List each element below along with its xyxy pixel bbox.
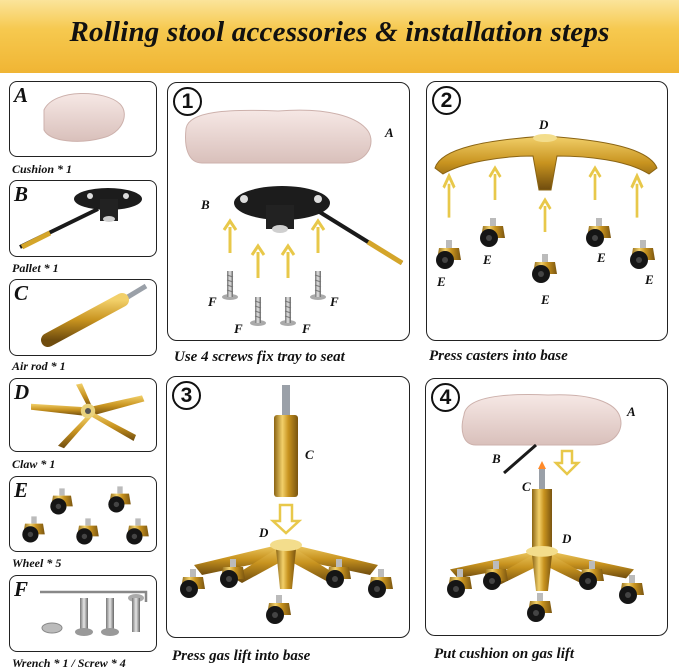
part-card-cushion: A [9,81,157,157]
part-letter: E [14,478,29,502]
callout-f: F [234,321,243,336]
claw-image [30,383,145,449]
step-4-panel: 4 A B C D [425,378,668,636]
step-1-caption: Use 4 screws fix tray to seat [174,349,345,365]
callout-b: B [201,197,210,212]
callout-a: A [627,404,636,419]
part-label-wheel: Wheel * 5 [12,556,62,570]
air-rod-image [41,283,148,347]
callout-d: D [562,531,572,546]
step-1-panel: 1 A B F F F F [167,82,410,341]
wrench-screw-image [40,590,148,636]
callout-d: D [259,525,269,540]
step-number: 4 [431,383,460,412]
callout-b: B [492,451,501,466]
callout-d: D [539,117,549,132]
part-label-pallet: Pallet * 1 [12,261,59,275]
part-letter: A [14,83,29,107]
cushion-image [43,93,125,142]
part-card-claw: D [9,378,157,452]
part-label-claw: Claw * 1 [12,457,56,471]
callout-a: A [385,125,394,140]
part-card-pallet: B [9,180,157,257]
step-2-illustration [434,134,658,283]
wheels-image [22,486,149,545]
part-card-wrench-screw: F [9,575,157,652]
callout-e: E [483,252,492,267]
pallet-image [19,188,142,250]
part-label-wrench-screw: Wrench * 1 / Screw * 4 [12,656,126,670]
step-3-caption: Press gas lift into base [172,648,311,664]
part-label-air-rod: Air rod * 1 [12,359,66,373]
step-number: 1 [173,87,202,116]
step-3-illustration [180,385,393,624]
part-card-air-rod: C [9,279,157,356]
step-3-panel: 3 C D [166,376,410,638]
callout-c: C [522,479,531,494]
part-card-wheel: E [9,476,157,552]
callout-e: E [541,292,550,307]
part-letter: B [14,182,29,206]
step-number: 3 [172,381,201,410]
title-banner: Rolling stool accessories & installation… [0,0,679,73]
callout-e: E [645,272,654,287]
page-title: Rolling stool accessories & installation… [69,16,610,48]
part-letter: F [14,577,29,601]
callout-f: F [330,294,339,309]
callout-e: E [597,250,606,265]
callout-f: F [208,294,217,309]
callout-c: C [305,447,314,462]
step-4-caption: Put cushion on gas lift [434,646,575,662]
part-label-cushion: Cushion * 1 [12,162,73,176]
callout-f: F [302,321,311,336]
callout-e: E [437,274,446,289]
step-number: 2 [432,86,461,115]
part-letter: C [14,281,29,305]
step-1-illustration [185,109,404,327]
step-2-caption: Press casters into base [429,348,568,364]
step-4-illustration [447,394,644,622]
part-letter: D [14,380,30,404]
step-2-panel: 2 D E E E E E [426,81,668,341]
